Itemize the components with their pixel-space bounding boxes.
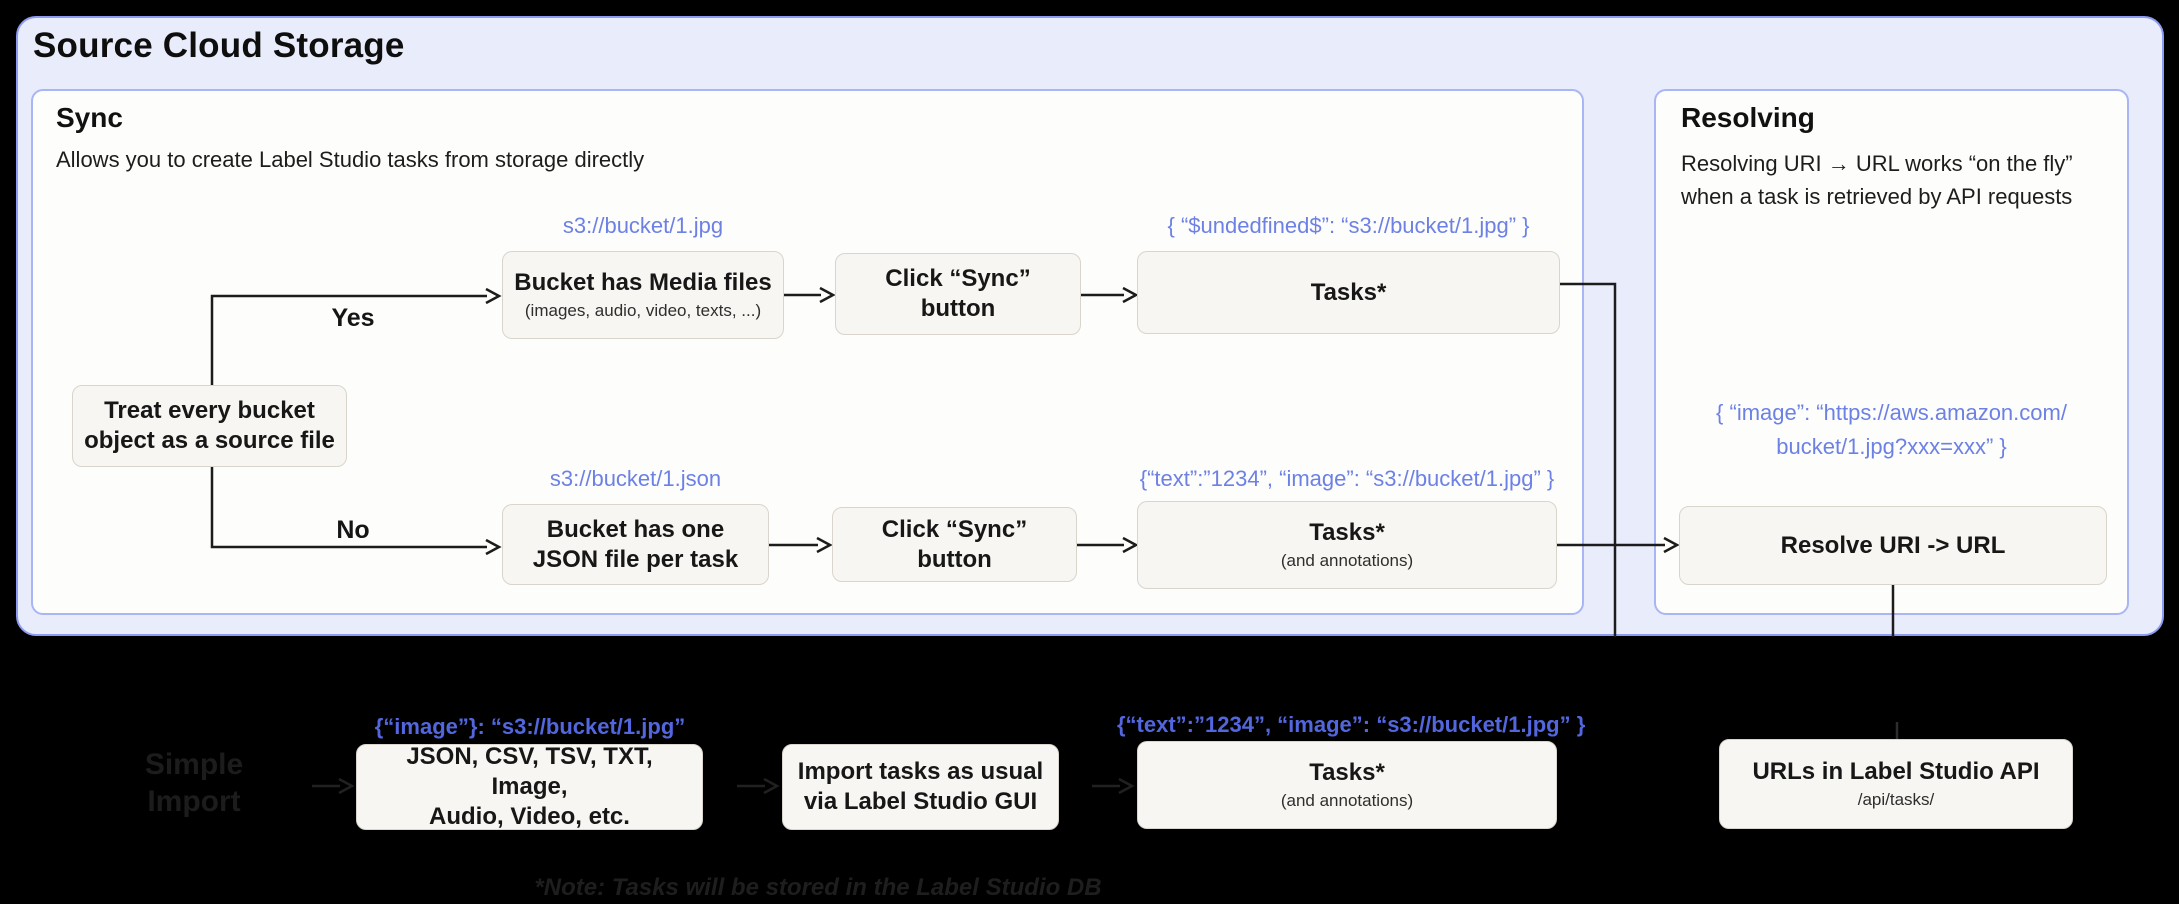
resolve-uri-url-label: Resolve URI -> URL [1780, 531, 2006, 559]
resolving-json-label: { “image”: “https://aws.amazon.com/ buck… [1674, 396, 2109, 464]
resolving-json-line1: { “image”: “https://aws.amazon.com/ [1716, 400, 2067, 425]
import-gui-title-line1: Import tasks as usual [797, 758, 1044, 785]
click-sync-button-box-yes: Click “Sync” button [835, 253, 1081, 335]
bottom-tasks-sub: (and annotations) [1280, 791, 1414, 810]
click-sync-button-label-yes: Click “Sync” button [885, 265, 1031, 322]
sync-subtitle: Allows you to create Label Studio tasks … [56, 147, 645, 172]
resolving-description-line2: when a task is retrieved by API requests [1681, 184, 2073, 209]
uri-label-json: s3://bucket/1.json [549, 466, 722, 491]
simple-import-line1: Simple [144, 748, 244, 781]
bucket-media-files-title: Bucket has Media files [514, 269, 772, 296]
json-files-json-label: {“image”}: “s3://bucket/1.jpg” [374, 714, 686, 739]
api-urls-path: /api/tasks/ [1857, 790, 1935, 809]
json-files-box: JSON, CSV, TSV, TXT, Image, Audio, Video,… [356, 742, 703, 832]
tasks-json-label-no: {“text”:”1234”, “image”: “s3://bucket/1.… [1139, 466, 1555, 491]
uri-label-media: s3://bucket/1.jpg [562, 213, 724, 238]
simple-import-line2: Import [147, 785, 241, 818]
no-branch-label: No [336, 516, 370, 544]
json-files-title-line2: Audio, Video, etc. [429, 803, 630, 830]
bucket-media-files-box: Bucket has Media files (images, audio, v… [502, 251, 784, 339]
json-files-title-line1: JSON, CSV, TSV, TXT, Image, [406, 743, 653, 800]
click-sync-button-label-no: Click “Sync” button [881, 515, 1028, 573]
tasks-label-no: Tasks* [1309, 519, 1385, 546]
import-gui-title: Import tasks as usual via Label Studio GU… [798, 757, 1043, 817]
import-gui-box: Import tasks as usual via Label Studio GU… [782, 744, 1059, 830]
db-storage-note: *Note: Tasks will be stored in the Label… [534, 874, 1102, 901]
decision-box: Treat every bucket object as a source fi… [72, 385, 347, 467]
tasks-json-label-yes: { “$undedfined$”: “s3://bucket/1.jpg” } [1167, 213, 1530, 238]
bottom-tasks-title: Tasks* [1309, 759, 1385, 786]
api-urls-box: URLs in Label Studio API /api/tasks/ [1719, 739, 2073, 829]
resolving-json-line2: bucket/1.jpg?xxx=xxx” } [1776, 434, 2007, 459]
click-sync-button-box-no: Click “Sync” button [832, 507, 1077, 582]
bucket-json-file-box: Bucket has one JSON file per task [502, 504, 769, 585]
page-title: Source Cloud Storage [33, 26, 405, 65]
yes-branch-label: Yes [331, 304, 375, 332]
tasks-box-no: Tasks* (and annotations) [1137, 501, 1557, 589]
resolving-title: Resolving [1681, 102, 1815, 133]
decision-box-label: Treat every bucket object as a source fi… [84, 397, 335, 454]
bucket-json-file-label: Bucket has one JSON file per task [532, 515, 739, 573]
tasks-annotations-sub-no: (and annotations) [1280, 551, 1414, 570]
resolve-uri-url-box: Resolve URI -> URL [1679, 506, 2107, 585]
bottom-tasks-json-label: {“text”:”1234”, “image”: “s3://bucket/1.… [1117, 712, 1586, 737]
bottom-tasks-box: Tasks* (and annotations) [1137, 741, 1557, 829]
simple-import-label: Simple Import [118, 746, 270, 820]
bucket-media-files-sub: (images, audio, video, texts, ...) [524, 301, 762, 320]
tasks-box-yes: Tasks* [1137, 251, 1560, 334]
resolving-description-line1: Resolving URI → URL works “on the fly” [1681, 151, 2073, 176]
json-files-title: JSON, CSV, TSV, TXT, Image, Audio, Video,… [367, 742, 692, 832]
import-gui-title-line2: via Label Studio GUI [803, 788, 1038, 815]
resolving-description: Resolving URI → URL works “on the fly” w… [1681, 147, 2073, 213]
tasks-label-yes: Tasks* [1310, 278, 1387, 306]
api-urls-title: URLs in Label Studio API [1752, 758, 2040, 785]
sync-title: Sync [56, 102, 123, 133]
